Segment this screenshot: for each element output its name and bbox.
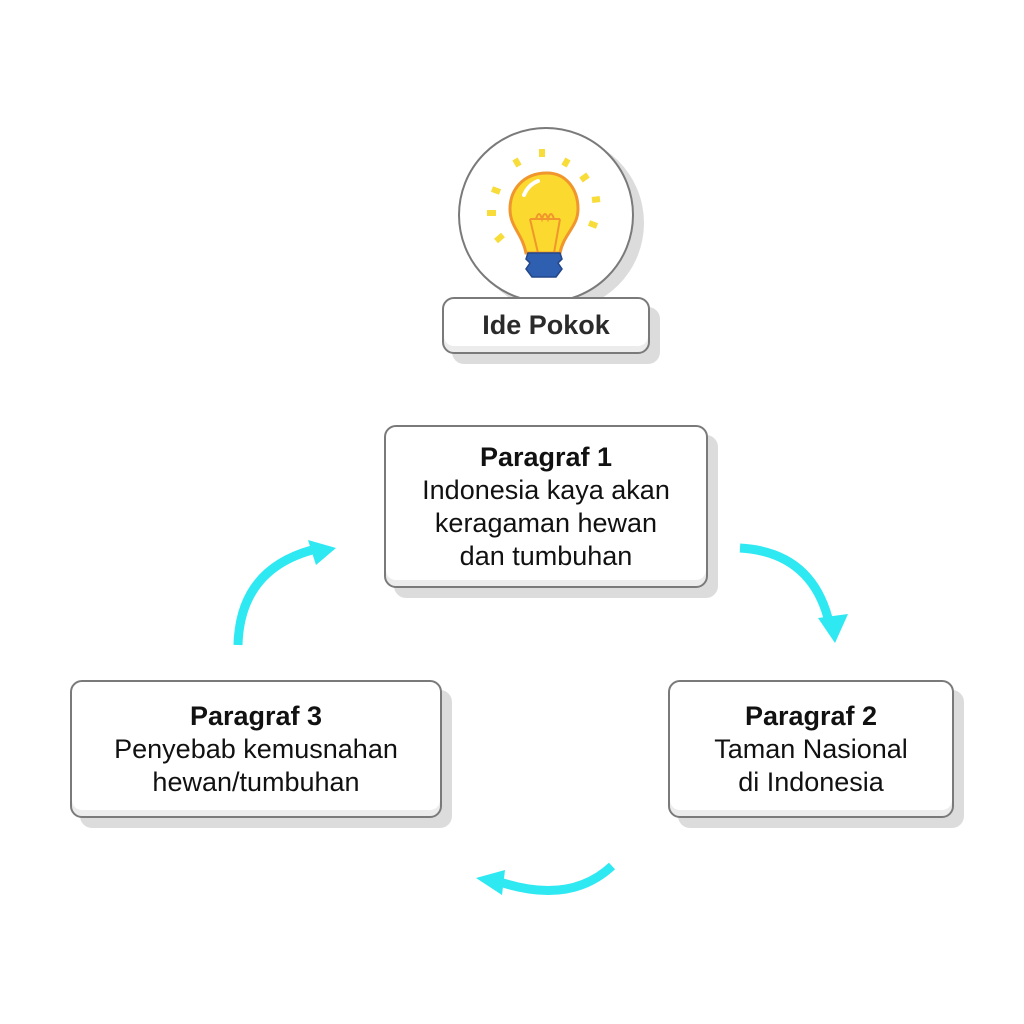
paragraph-3-box: Paragraf 3 Penyebab kemusnahan hewan/tum… xyxy=(70,680,442,818)
arrow-p3-to-p1 xyxy=(233,545,314,646)
central-idea-label: Ide Pokok xyxy=(442,297,650,354)
arrow-p2-to-p3 xyxy=(498,862,616,895)
paragraph-2-box: Paragraf 2 Taman Nasional di Indonesia xyxy=(668,680,954,818)
idea-circle xyxy=(458,127,634,303)
paragraph-3-title: Paragraf 3 xyxy=(189,700,323,731)
paragraph-2-title: Paragraf 2 xyxy=(744,700,878,731)
paragraph-1-line: dan tumbuhan xyxy=(459,540,633,571)
arrowhead-icon xyxy=(476,870,505,895)
paragraph-3-line: hewan/tumbuhan xyxy=(152,766,360,797)
arrowhead-icon xyxy=(818,614,848,643)
arrowhead-icon xyxy=(308,540,336,565)
paragraph-2-line: di Indonesia xyxy=(738,766,884,797)
paragraph-2-line: Taman Nasional xyxy=(714,733,908,764)
paragraph-1-line: keragaman hewan xyxy=(434,507,658,538)
paragraph-1-line: Indonesia kaya akan xyxy=(422,474,670,505)
paragraph-1-box: Paragraf 1 Indonesia kaya akan keragaman… xyxy=(384,425,708,588)
arrow-p1-to-p2 xyxy=(739,543,833,620)
central-idea-text: Ide Pokok xyxy=(482,310,610,340)
lightbulb-icon xyxy=(487,149,601,278)
paragraph-1-title: Paragraf 1 xyxy=(479,441,613,472)
paragraph-3-line: Penyebab kemusnahan xyxy=(114,733,398,764)
